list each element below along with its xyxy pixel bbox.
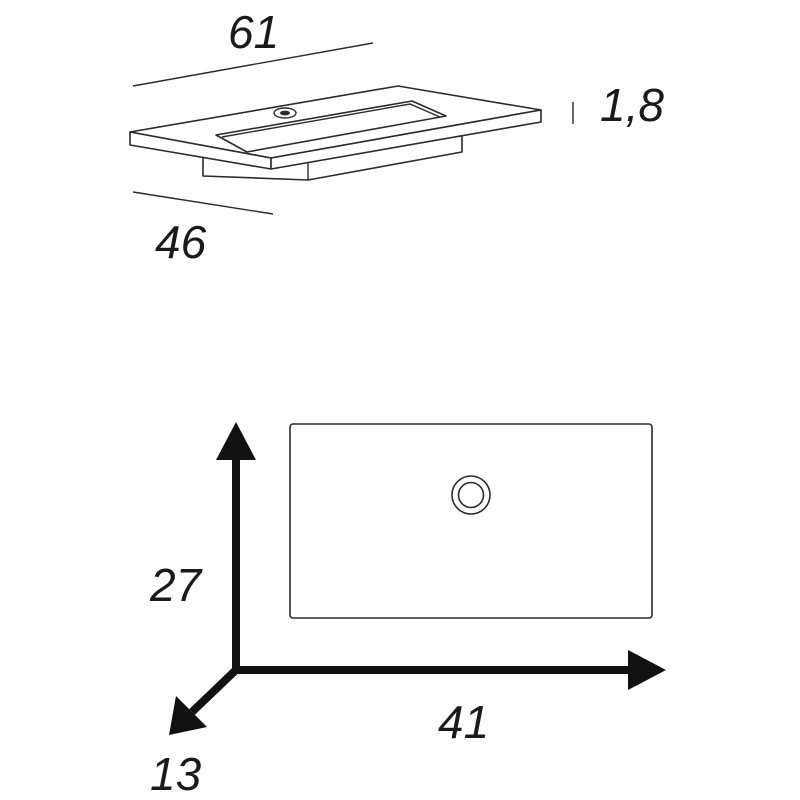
width-arrow-icon [628, 650, 666, 690]
top-width-label: 61 [228, 6, 279, 58]
height-arrow-icon [216, 422, 256, 460]
drain-icon [451, 475, 491, 515]
basin-recess [215, 100, 447, 153]
depth-dimension-line [132, 191, 274, 215]
top-depth-label: 46 [155, 216, 207, 268]
tap-hole-icon [273, 107, 297, 119]
sink-isometric-view: 61 46 1,8 [129, 6, 664, 268]
width-dimension-line [132, 42, 374, 87]
basin-outline [289, 423, 653, 619]
top-thickness-label: 1,8 [600, 79, 664, 131]
dimension-axes [169, 422, 666, 735]
basin-depth-label: 13 [150, 748, 202, 800]
depth-axis [189, 664, 242, 715]
countertop-right-face [270, 109, 542, 170]
basin-front-view: 27 41 13 [149, 422, 666, 800]
basin-width-label: 41 [438, 696, 489, 748]
basin-height-label: 27 [149, 559, 203, 611]
depth-arrow-icon [169, 696, 207, 735]
